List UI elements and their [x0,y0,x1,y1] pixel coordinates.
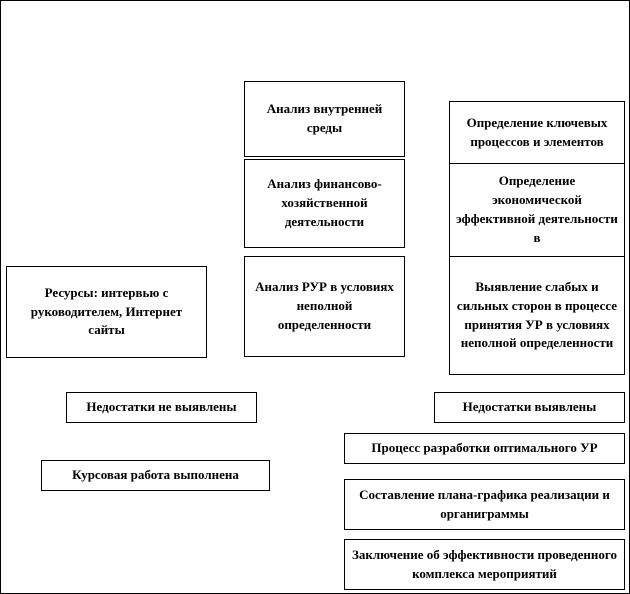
box-label: Курсовая работа выполнена [72,467,239,483]
box-label: Анализ РУР в условиях неполной определен… [255,279,394,332]
box-label: Недостатки не выявлены [86,399,237,415]
box-optimal-ur-development: Процесс разработки оптимального УР [344,433,625,464]
box-label: Выявление слабых и сильных сторон в проц… [456,278,618,351]
box-label: Составление плана-графика реализации и о… [359,486,610,521]
box-label: Заключение об эффективности проведенного… [352,546,617,581]
box-label: Анализ финансово-хозяйственной деятельно… [267,176,382,229]
box-schedule-organigram: Составление плана-графика реализации и о… [344,479,625,530]
box-define-key-processes: Определение ключевых процессов и элемент… [449,101,625,164]
box-label: Процесс разработки оптимального УР [371,440,598,456]
box-effectiveness-conclusion: Заключение об эффективности проведенного… [344,539,625,590]
box-coursework-completed: Курсовая работа выполнена [41,460,270,491]
box-label: Анализ внутренней среды [266,101,383,135]
box-analysis-rur-uncertainty: Анализ РУР в условиях неполной определен… [244,256,405,357]
box-label: Определение ключевых процессов и элемент… [466,114,608,149]
box-defects-found: Недостатки выявлены [434,392,625,423]
box-label: Определение экономической эффективной де… [456,173,618,245]
box-analysis-internal-environment: Анализ внутренней среды [244,81,405,157]
box-define-economic-efficiency: Определение экономической эффективной де… [449,163,625,257]
box-no-defects-found: Недостатки не выявлены [66,392,257,423]
box-identify-weak-strong-sides: Выявление слабых и сильных сторон в проц… [449,256,625,375]
box-resources: Ресурсы: интервью с руководителем, Интер… [6,266,207,358]
box-label: Недостатки выявлены [462,399,597,415]
box-label: Ресурсы: интервью с руководителем, Интер… [30,284,183,338]
box-analysis-financial-activity: Анализ финансово-хозяйственной деятельно… [244,159,405,248]
